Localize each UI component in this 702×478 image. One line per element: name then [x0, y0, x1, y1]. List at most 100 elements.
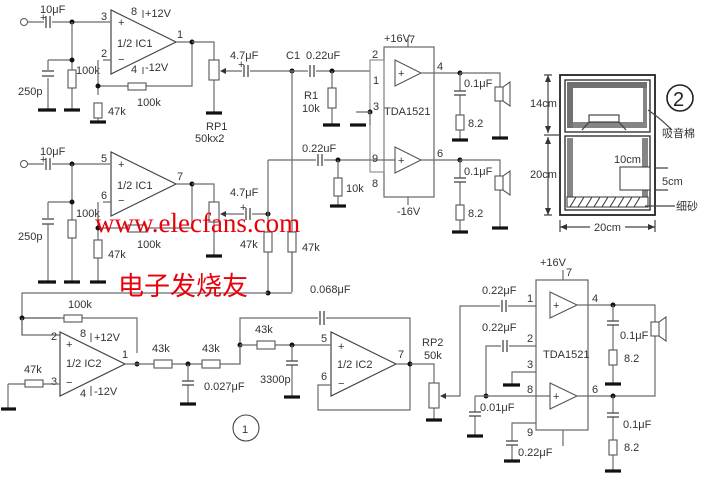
svg-text:+: + — [398, 155, 404, 167]
svg-text:100k: 100k — [68, 299, 92, 311]
svg-text:6: 6 — [321, 371, 327, 383]
svg-text:-12V: -12V — [145, 62, 169, 74]
svg-text:8.2: 8.2 — [624, 442, 639, 454]
svg-text:7: 7 — [409, 34, 415, 46]
svg-text:2: 2 — [372, 49, 378, 61]
svg-text:4: 4 — [131, 64, 137, 76]
svg-text:1/2 IC2: 1/2 IC2 — [66, 358, 101, 370]
svg-text:-12V: -12V — [94, 386, 118, 398]
svg-text:0.22uF: 0.22uF — [302, 143, 337, 155]
svg-text:RP2: RP2 — [422, 337, 443, 349]
svg-text:100k: 100k — [137, 239, 161, 251]
svg-text:20cm: 20cm — [594, 222, 621, 234]
svg-text:1/2 IC1: 1/2 IC1 — [117, 180, 152, 192]
svg-text:+: + — [553, 300, 559, 312]
svg-text:3300p: 3300p — [260, 374, 291, 386]
svg-text:100k: 100k — [76, 208, 100, 220]
svg-text:10cm: 10cm — [614, 154, 641, 166]
svg-text:8: 8 — [80, 328, 86, 340]
svg-text:+12V: +12V — [94, 332, 121, 344]
svg-text:2: 2 — [527, 333, 533, 345]
svg-text:0.22μF: 0.22μF — [482, 285, 517, 297]
svg-text:4.7μF: 4.7μF — [230, 187, 259, 199]
speaker-icon — [494, 170, 511, 196]
svg-text:7: 7 — [566, 267, 572, 279]
svg-text:100k: 100k — [76, 65, 100, 77]
svg-text:9: 9 — [527, 427, 533, 439]
svg-text:1: 1 — [122, 349, 128, 361]
opamp-ic1a — [110, 9, 178, 75]
svg-text:−: − — [66, 377, 72, 389]
svg-text:4: 4 — [592, 293, 598, 305]
svg-text:10μF: 10μF — [40, 146, 66, 158]
rp1-potentiometer[interactable] — [208, 59, 220, 81]
svg-text:47k: 47k — [240, 239, 258, 251]
svg-text:2: 2 — [673, 89, 684, 111]
svg-text:43k: 43k — [255, 324, 273, 336]
svg-text:3: 3 — [51, 376, 57, 388]
enclosure-diagram: 14cm 20cm 20cm 10cm 5cm 吸音棉 细砂 2 — [530, 74, 698, 234]
svg-text:+: + — [338, 341, 344, 353]
svg-text:+: + — [553, 391, 559, 403]
svg-text:47k: 47k — [108, 106, 126, 118]
svg-text:0.22μF: 0.22μF — [518, 447, 553, 459]
svg-text:0.22μF: 0.22μF — [482, 322, 517, 334]
svg-text:吸音棉: 吸音棉 — [662, 126, 695, 140]
svg-text:+: + — [66, 339, 72, 351]
svg-text:47k: 47k — [108, 249, 126, 261]
subwoofer-stage: 100k 2 3 8 4 1 +12V -12V +− 1/2 IC2 47k … — [1, 284, 446, 442]
svg-text:4.7μF: 4.7μF — [230, 50, 259, 62]
svg-text:TDA1521: TDA1521 — [543, 349, 589, 361]
svg-text:7: 7 — [177, 171, 183, 183]
rp2-potentiometer[interactable] — [428, 382, 440, 409]
svg-text:-16V: -16V — [397, 206, 421, 218]
svg-text:7: 7 — [398, 349, 404, 361]
svg-text:+16V: +16V — [384, 33, 411, 45]
svg-text:1: 1 — [242, 424, 248, 436]
svg-text:+16V: +16V — [540, 257, 567, 269]
svg-text:8.2: 8.2 — [468, 118, 483, 130]
input-jack-right[interactable] — [20, 160, 28, 168]
svg-text:50k: 50k — [424, 350, 442, 362]
svg-text:4: 4 — [80, 388, 86, 400]
svg-text:R1: R1 — [304, 90, 318, 102]
svg-text:47k: 47k — [302, 242, 320, 254]
svg-text:1/2 IC2: 1/2 IC2 — [337, 359, 372, 371]
svg-text:43k: 43k — [202, 343, 220, 355]
svg-text:20cm: 20cm — [530, 169, 557, 181]
svg-text:+: + — [238, 59, 244, 71]
speaker-icon — [494, 81, 511, 107]
svg-text:2: 2 — [101, 48, 107, 60]
svg-text:+12V: +12V — [145, 8, 172, 20]
svg-text:10k: 10k — [346, 183, 364, 195]
svg-text:TDA1521: TDA1521 — [384, 106, 430, 118]
svg-text:0.1μF: 0.1μF — [623, 419, 652, 431]
svg-text:0.1μF: 0.1μF — [464, 78, 493, 90]
svg-text:4: 4 — [437, 61, 443, 73]
svg-text:100k: 100k — [137, 97, 161, 109]
svg-text:8.2: 8.2 — [624, 353, 639, 365]
svg-text:8: 8 — [527, 384, 533, 396]
watermark-url: www.elecfans.com — [95, 208, 300, 238]
svg-text:50kx2: 50kx2 — [195, 133, 224, 145]
rp1b-potentiometer[interactable] — [208, 201, 220, 223]
input-jack-left[interactable] — [20, 18, 28, 26]
svg-text:RP1: RP1 — [206, 121, 227, 133]
svg-text:2: 2 — [51, 331, 57, 343]
svg-text:1: 1 — [373, 75, 379, 87]
opamp-ic1b — [110, 151, 178, 217]
svg-text:−: − — [118, 195, 124, 207]
svg-text:47k: 47k — [24, 364, 42, 376]
svg-text:+: + — [118, 17, 124, 29]
svg-text:C1: C1 — [286, 50, 300, 62]
opamp-ic1a-label: 1/2 IC1 — [117, 38, 152, 50]
svg-text:+: + — [118, 159, 124, 171]
svg-text:8: 8 — [131, 6, 137, 18]
amp-bottom: 0.22μF 1 +16V 7 + 0.22μF 2 TDA1521 3 0.0… — [446, 257, 667, 473]
svg-text:3: 3 — [373, 101, 379, 113]
svg-text:0.1μF: 0.1μF — [464, 166, 493, 178]
svg-text:3: 3 — [527, 359, 533, 371]
svg-text:1: 1 — [527, 293, 533, 305]
svg-text:细砂: 细砂 — [676, 200, 698, 213]
